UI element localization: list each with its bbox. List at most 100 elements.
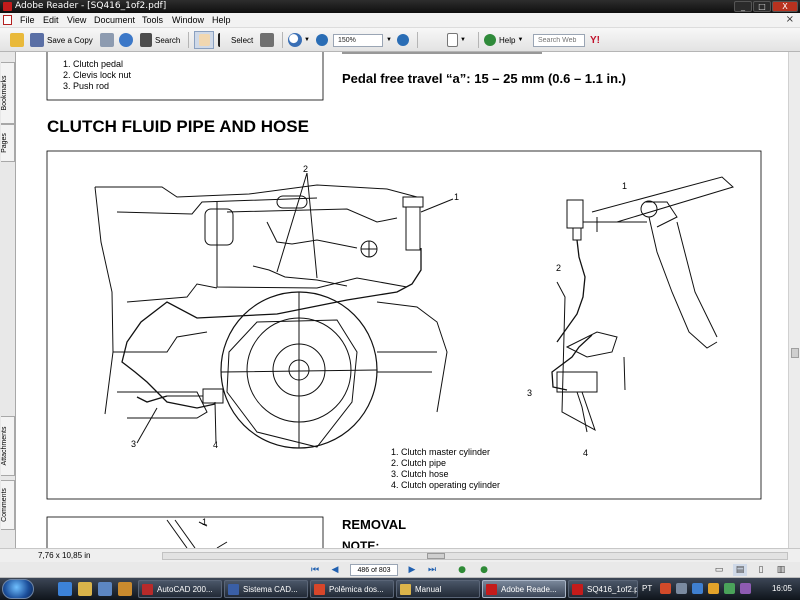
previous-page-button[interactable]: ◀ [331, 565, 339, 575]
window-title: Adobe Reader - [SQ416_1of2.pdf] [15, 1, 167, 11]
task-autocad[interactable]: AutoCAD 200... [138, 580, 222, 598]
horizontal-scroll-thumb[interactable] [427, 553, 445, 559]
bookmarks-tab[interactable]: Bookmarks [1, 62, 15, 124]
snapshot-button[interactable] [260, 31, 274, 49]
comments-tab[interactable]: Comments [1, 480, 15, 530]
bottom-figure-drawing [166, 519, 228, 548]
single-page-view-button[interactable]: ▭ [714, 565, 724, 575]
help-icon [484, 34, 496, 46]
open-button[interactable] [10, 31, 24, 49]
right-callout-4: 4 [583, 448, 588, 458]
zoom-tool-button[interactable]: ▼ [288, 31, 310, 49]
camera-icon [260, 33, 274, 47]
page-icon [447, 33, 458, 47]
previous-view-button[interactable]: ● [458, 565, 466, 575]
hand-tool-button[interactable] [194, 31, 214, 49]
status-bar: 7,76 x 10,85 in [0, 548, 800, 562]
maximize-button[interactable]: □ [753, 1, 771, 12]
clock[interactable]: 16:05 [771, 584, 792, 593]
zoom-dropdown-icon[interactable]: ▼ [386, 37, 392, 43]
top-list-box [46, 52, 324, 101]
menu-help[interactable]: Help [212, 15, 231, 25]
chevron-down-icon: ▼ [460, 37, 466, 43]
menu-view[interactable]: View [67, 15, 87, 25]
toolbar-separator [478, 32, 479, 48]
menu-document[interactable]: Document [94, 15, 136, 25]
attachments-tab-label: Attachments [1, 426, 8, 466]
legend-item: 3. Clutch hose [391, 469, 449, 479]
task-label: Polêmica dos... [329, 584, 384, 594]
last-page-button[interactable]: ⏭ [427, 565, 437, 575]
network-icon[interactable] [660, 583, 671, 594]
volume-icon[interactable] [676, 583, 687, 594]
menu-file[interactable]: File [20, 15, 35, 25]
media-icon[interactable] [118, 582, 132, 596]
page-number-input[interactable] [350, 564, 398, 576]
tray-app-icon[interactable] [692, 583, 703, 594]
print-button[interactable] [100, 31, 114, 49]
page-size-label: 7,76 x 10,85 in [38, 551, 91, 560]
right-callout-1: 1 [622, 181, 627, 191]
pages-tab[interactable]: Pages [1, 124, 15, 162]
yahoo-search-button[interactable]: Y! [590, 34, 600, 46]
page-layout-button[interactable]: ▼ [447, 31, 466, 49]
document-view[interactable]: 1. Clutch pedal 2. Clevis lock nut 3. Pu… [17, 52, 788, 548]
continuous-facing-view-button[interactable]: ▥ [776, 565, 786, 575]
language-indicator[interactable]: PT [642, 584, 653, 593]
document-icon[interactable] [3, 15, 12, 25]
hand-icon [198, 34, 210, 46]
continuous-view-button[interactable]: ▤ [733, 564, 747, 576]
task-sq416-pdf[interactable]: SQ416_1of2.p... [568, 580, 638, 598]
task-sistema-cad[interactable]: Sistema CAD... [224, 580, 308, 598]
security-icon[interactable] [708, 583, 719, 594]
show-desktop-icon[interactable] [98, 582, 112, 596]
folder-icon [10, 33, 24, 47]
help-button[interactable]: Help ▼ [484, 31, 523, 49]
vertical-scroll-thumb[interactable] [791, 348, 799, 358]
toolbar-separator [417, 32, 418, 48]
close-button[interactable]: X [772, 1, 798, 12]
note-label: NOTE: [342, 539, 379, 548]
right-callout-3: 3 [527, 388, 532, 398]
save-icon [30, 33, 44, 47]
zoom-input[interactable] [333, 34, 383, 47]
toolbar-separator [282, 32, 283, 48]
plus-icon [397, 34, 409, 46]
removal-heading: REMOVAL [342, 517, 406, 532]
zoom-out-button[interactable] [316, 31, 328, 49]
vertical-scrollbar[interactable] [788, 52, 800, 548]
top-list-item: 2. Clevis lock nut [63, 70, 132, 80]
next-page-button[interactable]: ▶ [408, 565, 416, 575]
select-tool-button[interactable]: Select [218, 31, 253, 49]
first-page-button[interactable]: ⏮ [310, 565, 320, 575]
binoculars-icon [140, 33, 152, 47]
menu-edit[interactable]: Edit [43, 15, 59, 25]
folder-icon[interactable] [78, 582, 92, 596]
update-icon[interactable] [724, 583, 735, 594]
horizontal-scrollbar[interactable] [162, 552, 788, 560]
task-polemica[interactable]: Polêmica dos... [310, 580, 394, 598]
search-web-input[interactable] [533, 34, 585, 47]
legend-item: 2. Clutch pipe [391, 458, 446, 468]
ie-icon[interactable] [58, 582, 72, 596]
menu-window[interactable]: Window [172, 15, 205, 25]
attachments-tab[interactable]: Attachments [1, 416, 15, 476]
toolbar: Save a Copy Search Select ▼ ▼ ▼ Help ▼ [0, 28, 800, 52]
facing-view-button[interactable]: ▯ [758, 565, 764, 575]
search-button[interactable]: Search [140, 31, 180, 49]
start-button[interactable] [2, 579, 34, 599]
task-adobe-reader[interactable]: Adobe Reade... [482, 580, 566, 598]
save-copy-button[interactable]: Save a Copy [30, 31, 93, 49]
task-label: SQ416_1of2.p... [587, 584, 637, 594]
cut-off-text [342, 52, 542, 54]
email-button[interactable] [119, 31, 133, 49]
zoom-in-button[interactable] [397, 31, 409, 49]
next-view-button[interactable]: ● [480, 565, 488, 575]
document-close-button[interactable]: × [785, 14, 794, 25]
messenger-icon[interactable] [740, 583, 751, 594]
task-manual[interactable]: Manual [396, 580, 480, 598]
chevron-down-icon: ▼ [517, 37, 524, 43]
menu-tools[interactable]: Tools [142, 15, 164, 25]
minimize-button[interactable]: _ [734, 1, 752, 12]
autocad-icon [142, 583, 153, 595]
